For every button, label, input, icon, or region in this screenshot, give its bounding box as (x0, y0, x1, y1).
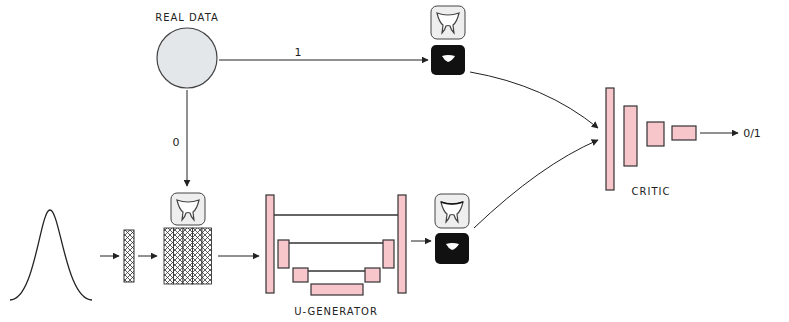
input-image (171, 193, 205, 225)
flow-arrow (218, 256, 259, 257)
flow-arrow (138, 256, 157, 257)
branch-label: 1 (293, 46, 304, 59)
condition-arrow (187, 90, 188, 186)
flow-arrow (100, 256, 119, 257)
output-label: 0/1 (741, 127, 763, 140)
generated-image-pair (435, 194, 469, 264)
flow-arrow (470, 72, 598, 128)
real-branch-arrow (219, 60, 428, 61)
u-generator-network (266, 195, 406, 295)
critic-node: CRITIC (600, 84, 702, 202)
real-data-node: REAL DATA (150, 8, 224, 90)
real-image-pair (431, 6, 465, 75)
u-generator-node: U-GENERATOR (262, 192, 410, 320)
node-label: U-GENERATOR (294, 306, 378, 317)
flow-arrow (474, 140, 598, 228)
flow-arrow (411, 241, 431, 242)
node-label: CRITIC (632, 186, 671, 197)
channel-stack (164, 228, 212, 284)
output-arrow (700, 133, 738, 134)
real-data-circle (157, 28, 217, 88)
noise-vector (124, 230, 134, 282)
branch-label: 0 (171, 136, 182, 149)
noise-curve (10, 210, 92, 300)
node-label: REAL DATA (155, 12, 219, 23)
critic-network (606, 88, 696, 190)
